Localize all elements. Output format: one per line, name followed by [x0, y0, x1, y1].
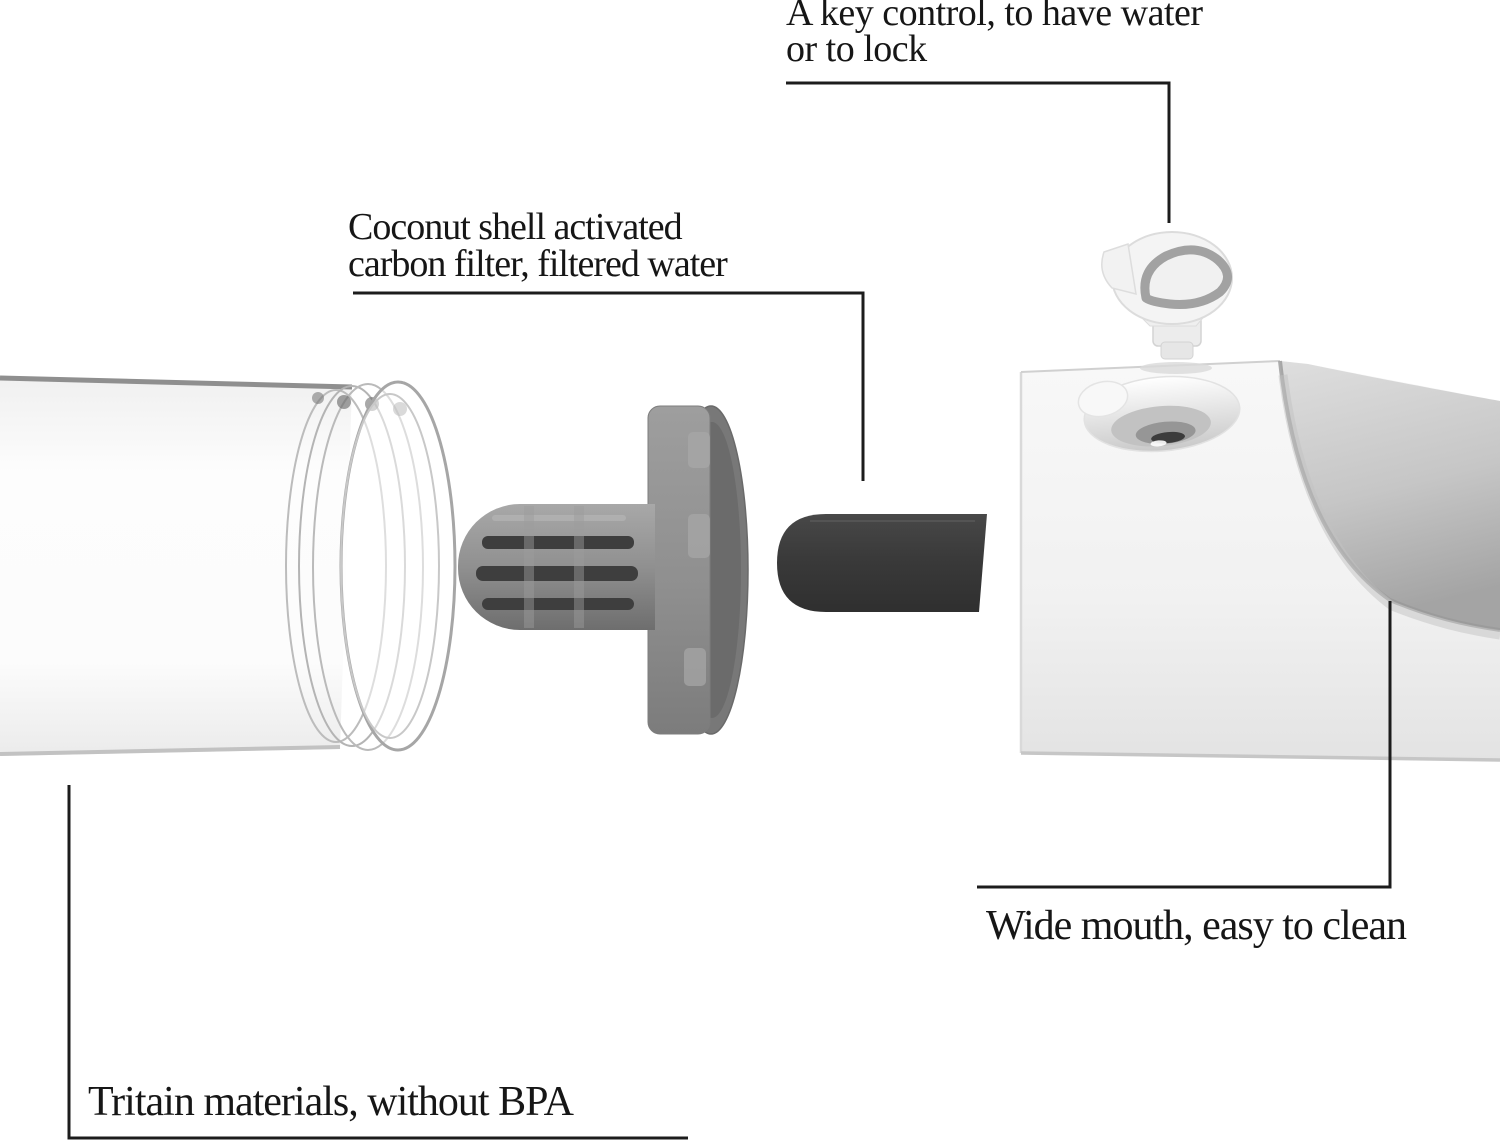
callout-line-key-control — [786, 81, 1171, 223]
carbon-filter — [458, 405, 749, 735]
filter-cage-ridge — [492, 515, 626, 521]
outlet-highlight — [1150, 440, 1167, 447]
filter-cage-ribs — [524, 506, 584, 628]
key-control-valve — [1101, 231, 1233, 374]
wide-mouth-bowl — [1278, 360, 1500, 640]
callout-line-wide-mouth — [977, 601, 1392, 889]
callout-lines — [67, 81, 1392, 1140]
filter-cage — [458, 504, 655, 630]
bottle-bottom-edge — [0, 745, 341, 756]
spout-tube — [777, 514, 987, 612]
bottle-mouth-rim — [339, 380, 457, 752]
annotation-material: Tritain materials, without BPA — [88, 1079, 574, 1125]
annotation-filter: Coconut shell activated carbon filter, f… — [348, 206, 728, 285]
bottle-body — [0, 378, 352, 756]
lid-bottom-edge — [1020, 751, 1500, 762]
key-shadow — [1140, 362, 1212, 374]
callout-line-material — [67, 785, 688, 1140]
key-stem-tip — [1160, 341, 1194, 360]
annotation-key-control: A key control, to have water or to lock — [786, 0, 1203, 70]
spout-lip — [1077, 380, 1129, 418]
filter-cap-lugs — [684, 432, 710, 686]
bowl-soft-shadow — [1278, 374, 1500, 640]
tritan-bottle — [0, 375, 457, 756]
callout-line-filter — [353, 291, 865, 481]
key-teardrop-ring — [1140, 245, 1232, 309]
bottle-top-edge — [0, 375, 353, 390]
lid-head — [1019, 360, 1500, 762]
annotation-wide-mouth: Wide mouth, easy to clean — [986, 903, 1407, 949]
key-body-lip — [1101, 243, 1137, 296]
filter-cage-slots — [476, 536, 638, 610]
